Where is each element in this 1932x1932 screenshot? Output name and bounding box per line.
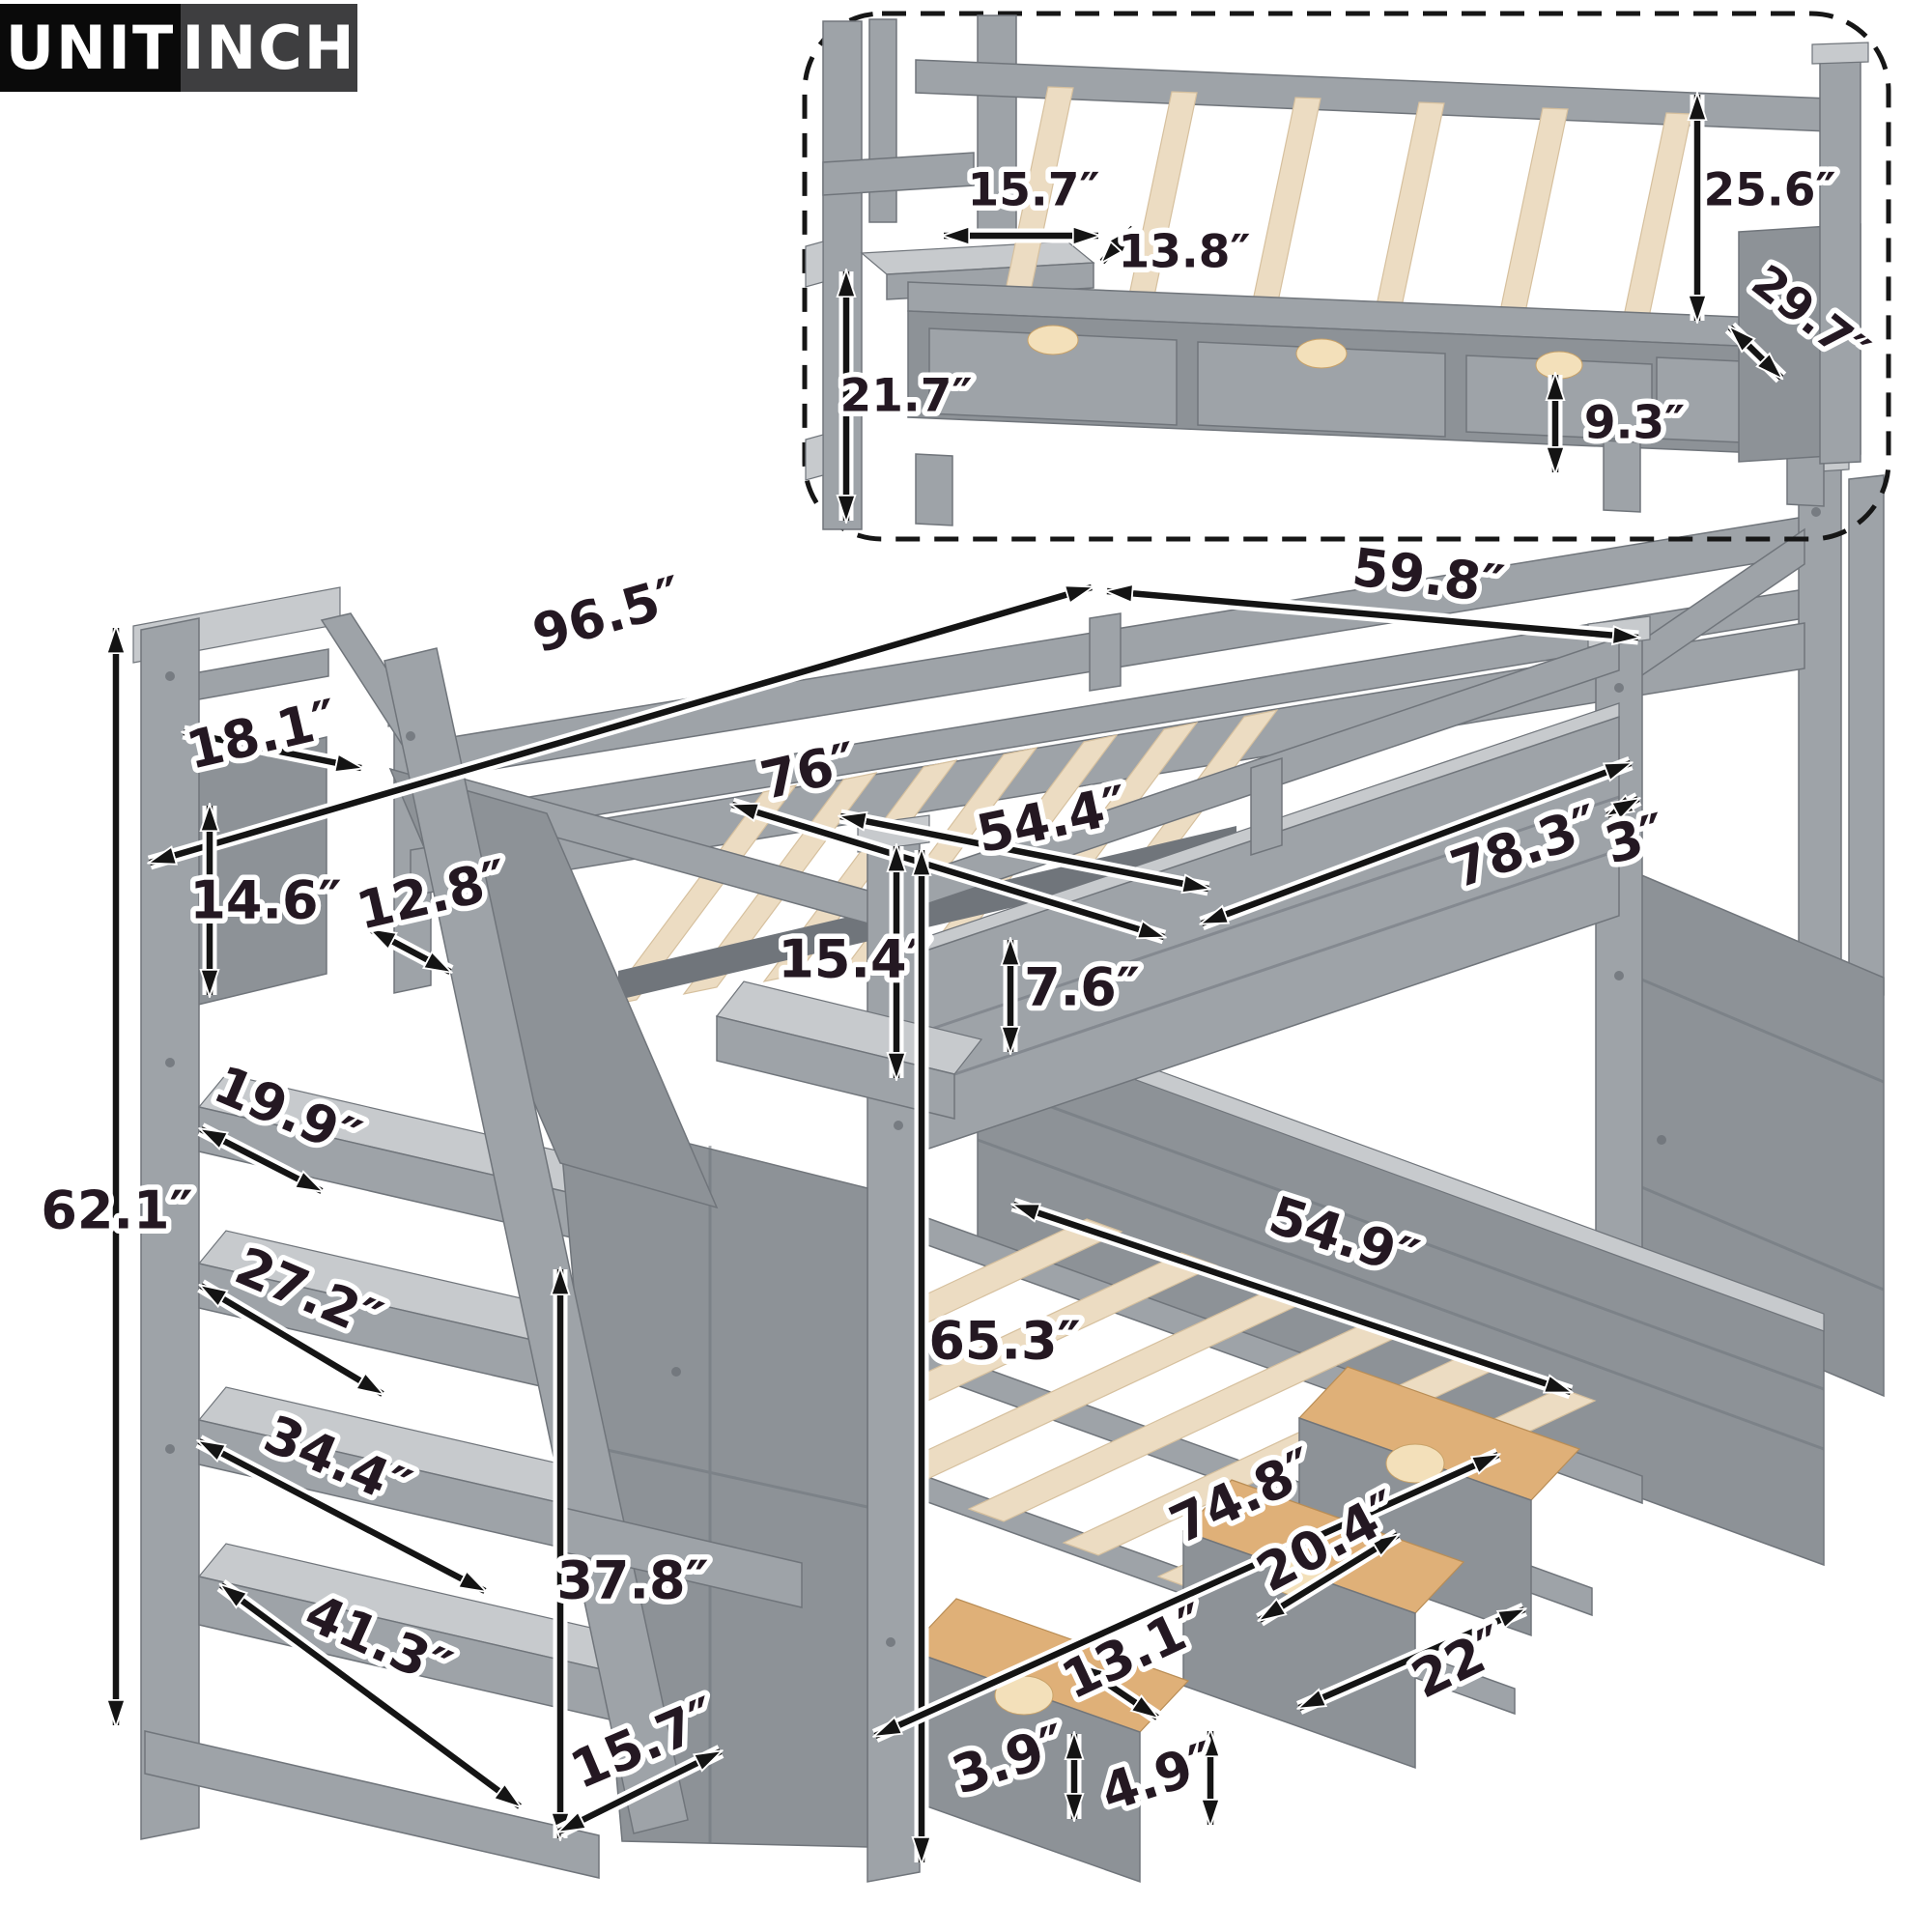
svg-text:65.3″: 65.3″	[928, 1311, 1080, 1372]
dim-inset-backrest-height: 25.6″	[1697, 95, 1841, 321]
lower-bunk-side-panel	[1632, 869, 1885, 1398]
svg-text:21.7″: 21.7″	[840, 370, 973, 423]
dim-stair-height: 62.1″	[36, 628, 198, 1725]
dim-under-clearance: 37.8″	[556, 1269, 714, 1838]
svg-text:14.6″: 14.6″	[189, 870, 341, 931]
dim-inset-shelf-depth: 15.7″	[944, 158, 1105, 237]
dim-headboard-panel: 14.6″	[185, 806, 347, 995]
svg-text:13.8″: 13.8″	[1119, 226, 1251, 279]
svg-text:62.1″: 62.1″	[41, 1180, 192, 1241]
svg-text:9.3″: 9.3″	[1584, 397, 1685, 450]
unit-badge: UNIT INCH	[0, 4, 357, 92]
svg-text:37.8″: 37.8″	[556, 1550, 708, 1611]
svg-text:25.6″: 25.6″	[1704, 164, 1836, 217]
dim-inset-side-height: 21.7″	[835, 271, 978, 521]
unit-badge-value: INCH	[181, 4, 357, 92]
svg-text:96.5″: 96.5″	[526, 564, 690, 665]
dim-inset-drawer-height: 9.3″	[1555, 375, 1690, 472]
inset-detail-view: 15.7″ 13.8″ 25.6″ 29.7″ 21.7″ 9.3″	[802, 11, 1891, 542]
dim-upper-frame-height: 15.4″	[773, 846, 935, 1078]
svg-text:15.4″: 15.4″	[778, 929, 929, 990]
dim-drawer-inner-depth: 13.1″	[1047, 1586, 1221, 1724]
dim-inset-shelf-clearance: 13.8″	[1096, 220, 1256, 284]
sofa-conversion-illustration	[805, 14, 1869, 530]
svg-text:15.7″: 15.7″	[968, 164, 1100, 217]
dim-guardrail-height: 7.6″	[1010, 940, 1145, 1052]
unit-badge-label: UNIT	[0, 4, 181, 92]
svg-text:7.6″: 7.6″	[1024, 957, 1140, 1018]
inset-dashed-border	[802, 11, 1891, 542]
